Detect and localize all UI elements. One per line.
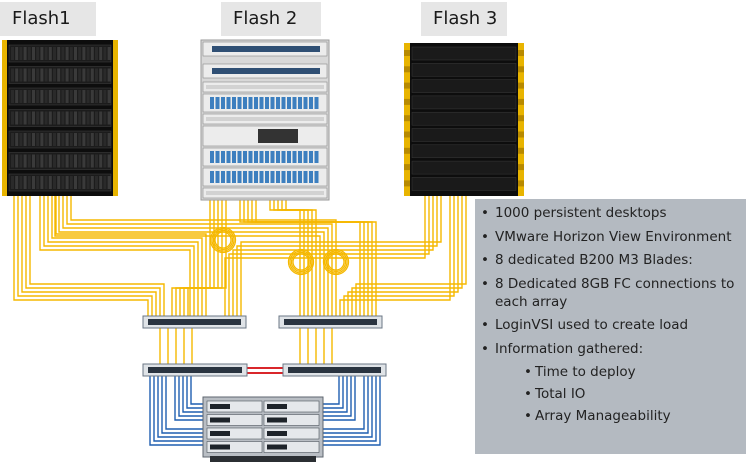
switch-interlink	[247, 367, 283, 374]
info-subitem-io: Total IO	[481, 385, 746, 403]
flash1-array	[2, 40, 118, 196]
flash3-label: Flash 3	[421, 2, 507, 36]
fc-switch-a-upper	[142, 315, 247, 329]
blade-chassis	[202, 396, 324, 462]
info-item-environment: VMware Horizon View Environment	[481, 228, 746, 246]
flash3-array	[404, 43, 524, 196]
ethernet-cables	[149, 376, 381, 446]
fc-switch-a-lower	[142, 363, 248, 377]
info-item-gathered: Information gathered:	[481, 340, 746, 358]
info-subitem-deploy: Time to deploy	[481, 363, 746, 381]
flash2-rack	[200, 39, 330, 201]
info-item-desktops: 1000 persistent desktops	[481, 204, 746, 222]
info-panel: 1000 persistent desktops VMware Horizon …	[475, 199, 746, 454]
flash2-label: Flash 2	[221, 2, 321, 36]
fc-cables	[13, 196, 467, 364]
fc-switch-b-lower	[282, 363, 387, 377]
fc-switch-b-upper	[278, 315, 383, 329]
info-item-loginvsi: LoginVSI used to create load	[481, 316, 746, 334]
info-item-blades: 8 dedicated B200 M3 Blades:	[481, 251, 746, 269]
info-subitem-manageability: Array Manageability	[481, 407, 746, 425]
info-item-fc-connections: 8 Dedicated 8GB FC connections to each a…	[481, 275, 746, 311]
flash1-label: Flash1	[0, 2, 96, 36]
info-list: 1000 persistent desktops VMware Horizon …	[481, 204, 746, 425]
